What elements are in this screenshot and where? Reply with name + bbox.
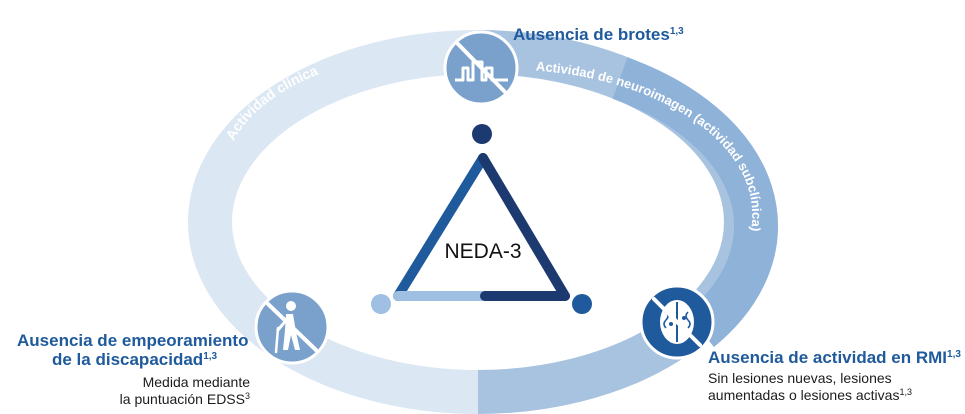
mri-desc-ref: 1,3 <box>899 387 912 397</box>
disability-desc-line2-text: la puntuación EDSS <box>119 391 245 407</box>
center-label: NEDA-3 <box>444 240 521 263</box>
disability-title-line2: de la discapacidad1,3 <box>52 350 217 370</box>
mri-desc-line1: Sin lesiones nuevas, lesiones <box>708 370 892 386</box>
triangle-top-dot <box>472 124 492 144</box>
triangle-left-side <box>393 153 488 301</box>
ring-imaging-highlight <box>612 57 779 348</box>
disability-desc-ref: 3 <box>244 391 250 401</box>
mri-ref: 1,3 <box>947 349 961 360</box>
triangle-right-dot <box>572 294 592 314</box>
mri-desc-line2-text: aumentadas o lesiones activas <box>708 387 900 403</box>
triangle-left-dot <box>371 294 391 314</box>
relapses-ref: 1,3 <box>669 26 684 37</box>
neda-triangle <box>371 124 592 314</box>
relapse-waveform-icon <box>443 30 519 106</box>
disability-desc-line2: la puntuación EDSS3 <box>0 391 250 408</box>
relapses-title-text: Ausencia de brotes <box>513 25 670 44</box>
mri-title: Ausencia de actividad en RMI1,3 <box>708 348 961 368</box>
mri-desc-line2: aumentadas o lesiones activas1,3 <box>708 387 912 404</box>
disability-desc-line1: Medida mediante <box>142 374 250 390</box>
mri-title-text: Ausencia de actividad en RMI <box>708 348 948 367</box>
brain-mri-icon <box>639 284 715 360</box>
disability-title-line2-text: de la discapacidad <box>52 350 204 369</box>
disability-title-line1: Ausencia de empeoramiento <box>17 331 249 350</box>
triangle-right-side <box>478 153 570 301</box>
disability-ref: 1,3 <box>203 351 218 362</box>
relapses-title: Ausencia de brotes1,3 <box>513 25 684 45</box>
elderly-walking-icon <box>254 289 330 365</box>
